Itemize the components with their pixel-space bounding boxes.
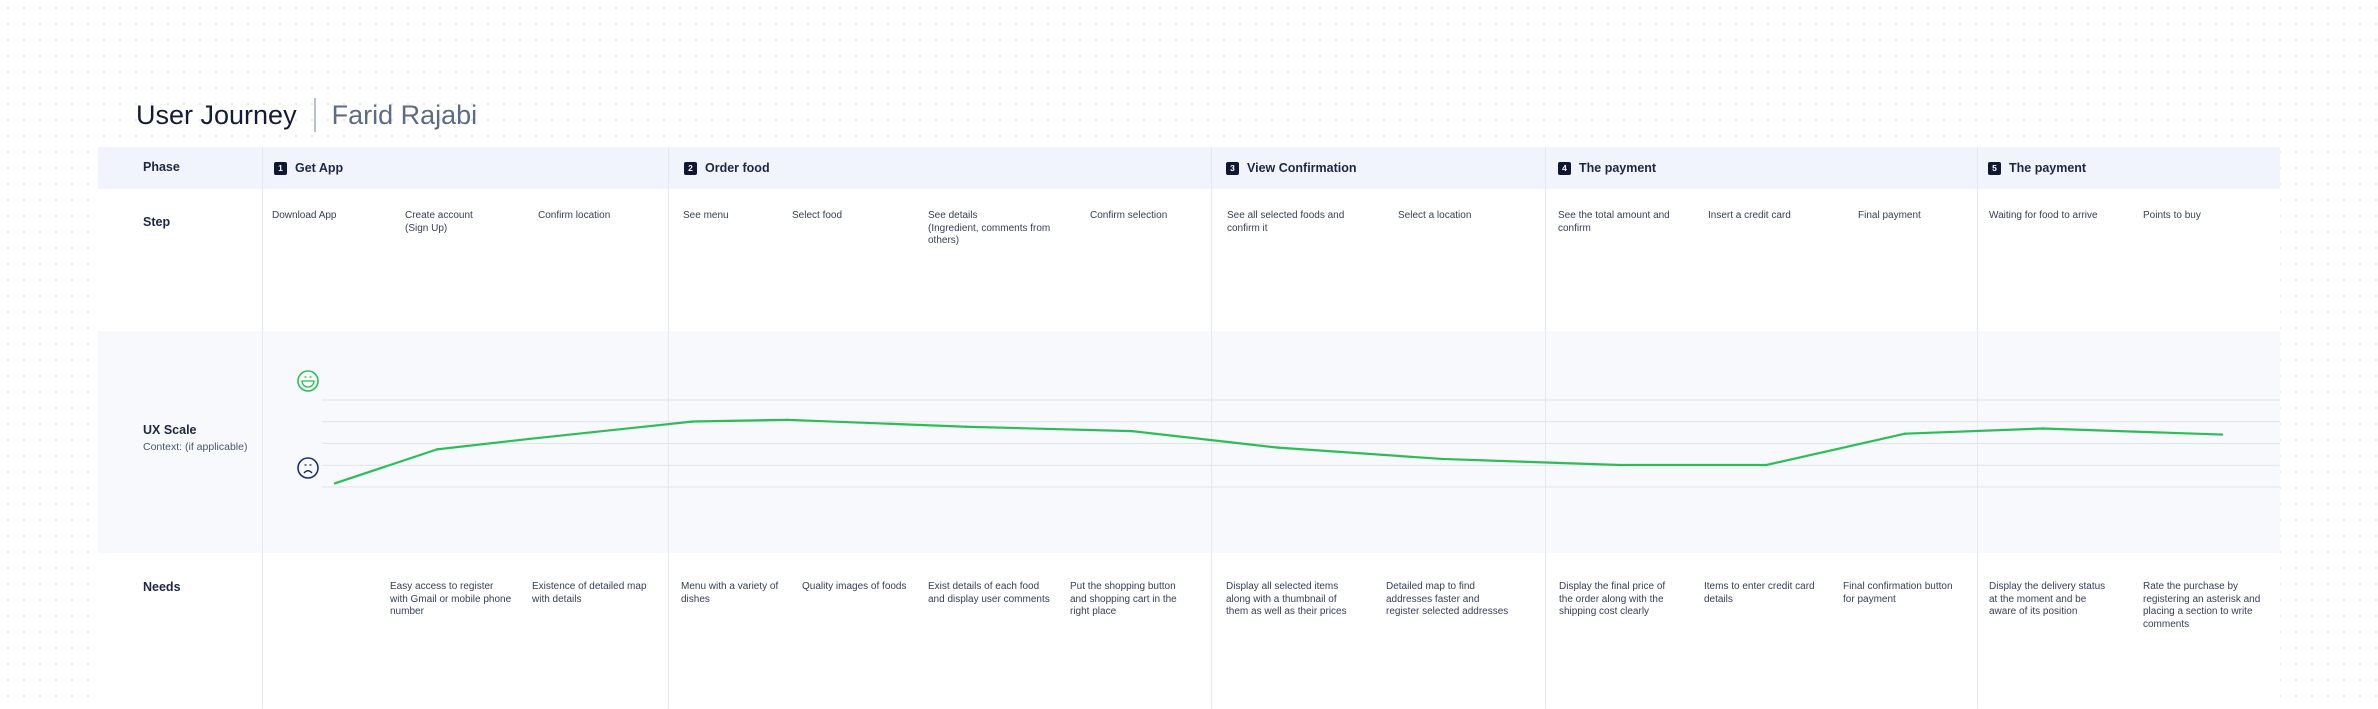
need-item: Display the delivery status at the momen… bbox=[1989, 581, 2106, 617]
row-label-ux-context: Context: (if applicable) bbox=[143, 441, 248, 453]
ux-line-series bbox=[334, 418, 2223, 485]
ux-point bbox=[1764, 463, 1768, 467]
column-divider bbox=[1211, 147, 1212, 709]
ux-data-points bbox=[333, 418, 2224, 485]
phase-row bbox=[98, 147, 2280, 189]
phase-title: The payment bbox=[1579, 161, 1657, 175]
phase-title: Get App bbox=[295, 161, 344, 175]
ux-scale-row bbox=[98, 331, 2280, 553]
row-label-phase: Phase bbox=[143, 160, 180, 174]
ux-point bbox=[1276, 446, 1280, 449]
step-item: See menu bbox=[683, 210, 729, 221]
happy-face-icon bbox=[297, 370, 319, 392]
author-name: Farid Rajabi bbox=[331, 99, 478, 130]
step-item: Select a location bbox=[1398, 210, 1472, 221]
need-item: Detailed map to find addresses faster an… bbox=[1386, 581, 1509, 617]
title-divider bbox=[313, 98, 316, 132]
ux-point bbox=[435, 448, 439, 451]
need-item: Easy access to register with Gmail or mo… bbox=[390, 581, 512, 617]
step-item: Confirm selection bbox=[1090, 210, 1168, 221]
step-item: Insert a credit card bbox=[1708, 210, 1791, 221]
step-item: Create account (Sign Up) bbox=[405, 210, 473, 234]
row-label-needs: Needs bbox=[143, 580, 181, 594]
step-item: See the total amount and confirm bbox=[1558, 210, 1670, 234]
ux-point bbox=[691, 420, 695, 423]
ux-point bbox=[527, 437, 531, 441]
phase-title: The payment bbox=[2009, 161, 2087, 175]
column-divider bbox=[668, 147, 669, 709]
column-divider bbox=[262, 147, 263, 709]
need-item: Existence of detailed map with details bbox=[532, 581, 647, 605]
ux-point bbox=[1903, 432, 1907, 435]
step-item: Final payment bbox=[1858, 210, 1921, 221]
need-item: Display the final price of the order alo… bbox=[1559, 581, 1666, 617]
ux-point bbox=[1618, 463, 1622, 467]
column-divider bbox=[1545, 147, 1546, 709]
step-item: See all selected foods and confirm it bbox=[1227, 210, 1345, 234]
need-item: Put the shopping button and shopping car… bbox=[1070, 581, 1177, 617]
ux-gridlines bbox=[322, 399, 2280, 488]
need-item: Exist details of each food and display u… bbox=[928, 581, 1050, 605]
ux-point bbox=[964, 425, 968, 428]
row-label-step: Step bbox=[143, 215, 171, 229]
step-item: Points to buy bbox=[2143, 210, 2201, 221]
phase-header: 1 Get App bbox=[274, 161, 343, 175]
phase-header: 2 Order food bbox=[684, 161, 770, 175]
phase-title: View Confirmation bbox=[1247, 161, 1357, 175]
ux-point bbox=[2220, 433, 2224, 436]
phase-title: Order food bbox=[705, 161, 770, 175]
phase-number: 4 bbox=[1558, 161, 1571, 175]
phase-number: 1 bbox=[274, 161, 287, 175]
column-divider bbox=[1977, 147, 1978, 709]
journey-board: Phase Step UX Scale Context: (if applica… bbox=[98, 147, 2280, 709]
sad-face-icon bbox=[297, 457, 319, 479]
step-item: Select food bbox=[792, 210, 843, 221]
ux-line bbox=[334, 418, 2223, 485]
need-item: Items to enter credit card details bbox=[1704, 581, 1815, 605]
ux-point bbox=[1130, 429, 1134, 433]
step-item: Confirm location bbox=[538, 210, 611, 221]
need-item: Display all selected items along with a … bbox=[1226, 581, 1347, 617]
phase-number: 2 bbox=[684, 161, 697, 175]
step-item: Download App bbox=[272, 210, 337, 221]
page-title: User Journey Farid Rajabi bbox=[136, 98, 477, 132]
phase-header: 5 The payment bbox=[1988, 161, 2086, 175]
ux-point bbox=[2041, 427, 2045, 430]
need-item: Menu with a variety of dishes bbox=[681, 581, 779, 605]
ux-point bbox=[333, 482, 337, 485]
need-item: Rate the purchase by registering an aste… bbox=[2143, 581, 2261, 630]
ux-point bbox=[1440, 457, 1444, 461]
need-item: Quality images of foods bbox=[802, 581, 907, 592]
row-label-ux-scale: UX Scale bbox=[143, 423, 197, 437]
step-item: Waiting for food to arrive bbox=[1989, 210, 2098, 221]
phase-header: 3 View Confirmation bbox=[1226, 161, 1357, 175]
phase-header: 4 The payment bbox=[1558, 161, 1656, 175]
ux-scale-chart bbox=[297, 370, 2280, 488]
journey-title: User Journey bbox=[136, 99, 297, 130]
need-item: Final confirmation button for payment bbox=[1843, 581, 1953, 605]
step-item: See details (Ingredient, comments from o… bbox=[928, 210, 1051, 246]
phase-number: 5 bbox=[1988, 161, 2001, 175]
phase-number: 3 bbox=[1226, 161, 1239, 175]
ux-point bbox=[785, 418, 789, 421]
